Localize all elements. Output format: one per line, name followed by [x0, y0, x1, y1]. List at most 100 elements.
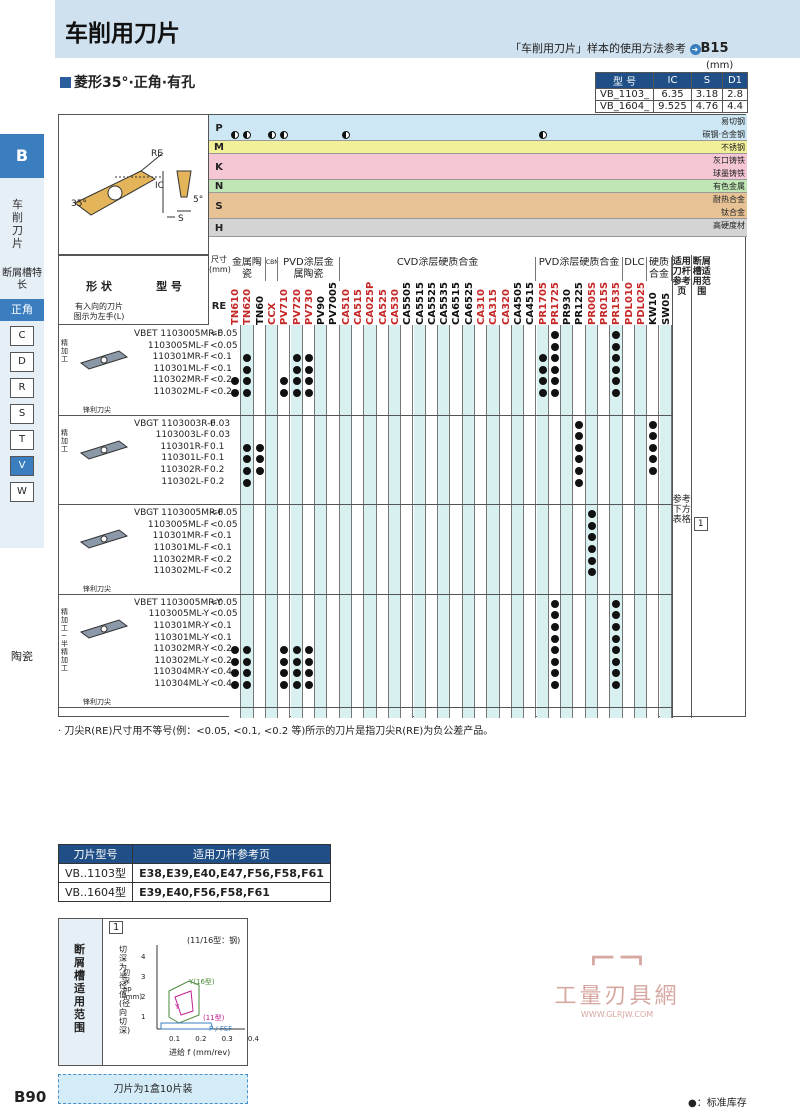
stock-dot — [612, 646, 621, 655]
ref-page[interactable]: B15 — [700, 41, 729, 56]
stock-dot — [612, 611, 621, 620]
stock-dot — [550, 623, 559, 631]
column-CA6515 — [450, 325, 463, 718]
edge-0: 锋利刀尖 — [83, 405, 111, 414]
column-CA510 — [339, 325, 352, 718]
reference-note: 「车削用刀片」样本的使用方法参考 ➜B15 — [510, 41, 729, 56]
stock-dot — [243, 455, 252, 464]
diag-ic: IC — [155, 181, 164, 191]
grade-PDL025: PDL025 — [635, 282, 647, 325]
column-PV7005 — [327, 325, 340, 718]
edge-2: 锋利刀尖 — [83, 584, 111, 593]
range-plot-svg — [156, 945, 245, 1030]
column-TN60 — [253, 325, 266, 718]
usage-1: 精加工 — [61, 428, 68, 453]
material-code-K: K — [215, 161, 223, 173]
group-cbn: CBN — [266, 257, 279, 281]
grade-CCX: CCX — [266, 302, 278, 325]
watermark-url: WWW.GLRJW.COM — [580, 1010, 654, 1019]
model-3-1: 1103005ML-Y — [148, 609, 209, 620]
page-title: 车削用刀片 — [65, 21, 180, 47]
grade-PR015S: PR015S — [599, 281, 610, 325]
column-PR1225 — [573, 325, 586, 718]
model-2-0: VBGT 1103005MR-F — [134, 508, 224, 519]
grade-CA5515: CA5515 — [414, 282, 426, 325]
group-divider-3 — [59, 706, 672, 708]
model-1-1: 1103003L-F — [155, 430, 209, 441]
shape-r-icon[interactable]: R — [10, 378, 34, 398]
stock-dot — [243, 389, 252, 397]
shape-d-icon[interactable]: D — [10, 352, 34, 372]
column-CA4515 — [524, 325, 537, 718]
grade-TN610: TN610 — [230, 288, 241, 325]
stock-dot — [612, 623, 621, 631]
grade-PR930: PR930 — [562, 289, 574, 325]
re-0-0: <0.05 — [210, 329, 238, 339]
model-1-2: 110301R-F — [160, 441, 209, 452]
holder-ref: 参考下方表格 — [672, 495, 691, 525]
ceramic-tab[interactable]: 陶瓷 — [11, 650, 33, 663]
stock-dot — [587, 556, 596, 565]
shape-c-icon[interactable]: C — [10, 326, 34, 346]
group-pvdc: PVD涂层金属陶瓷 — [278, 257, 340, 281]
material-desc2-S: 钛合金 — [721, 208, 745, 217]
stock-dot — [587, 545, 596, 553]
material-band-P — [209, 115, 747, 141]
re-3-3: <0.1 — [210, 632, 232, 643]
stock-dot — [587, 568, 596, 577]
column-PV720 — [290, 325, 303, 718]
stock-dot — [292, 365, 301, 374]
stock-dot — [243, 467, 252, 475]
stock-dot — [243, 377, 252, 386]
column-CA525 — [376, 325, 389, 718]
re-2-0: <0.05 — [210, 508, 238, 519]
re-1-5: 0.2 — [210, 476, 225, 487]
stock-dot — [612, 342, 621, 351]
model-1-3: 110301L-F — [161, 453, 209, 464]
positive-tab[interactable]: 正角 — [0, 299, 44, 321]
range-ylabel: 切深为半径值(径向切深) — [119, 945, 131, 1035]
re-0-4: <0.2 — [210, 375, 232, 386]
shape-t-icon[interactable]: T — [10, 430, 34, 450]
group-metal: 金属陶瓷 — [229, 257, 266, 281]
stock-dot — [550, 646, 559, 655]
stock-dot — [231, 646, 239, 655]
stock-dot — [243, 443, 252, 452]
section-tab-b[interactable]: B — [0, 134, 44, 178]
stock-dot — [243, 354, 252, 363]
material-band-N — [209, 180, 747, 193]
stock-dot — [575, 443, 584, 452]
model-3-6: 110304MR-Y — [153, 667, 209, 678]
model-1-5: 110302L-F — [161, 476, 209, 487]
material-band-H — [209, 219, 747, 237]
header-bar: 车削用刀片 — [55, 0, 800, 58]
column-TN610 — [229, 325, 242, 718]
stock-dot — [255, 443, 264, 452]
stock-dot — [649, 455, 658, 464]
model-2-2: 110301MR-F — [152, 531, 209, 542]
model-0-5: 110302ML-F — [153, 387, 209, 397]
re-3-5: <0.2 — [210, 655, 232, 666]
shape-w-icon[interactable]: W — [10, 482, 34, 502]
model-0-3: 110301ML-F — [153, 363, 209, 374]
stock-dot — [304, 365, 313, 374]
re-3-0: <0.05 — [210, 597, 238, 608]
stock-dot — [292, 354, 301, 363]
grade-PV7005: PV7005 — [328, 282, 340, 325]
column-PV90 — [315, 325, 328, 718]
stock-dot — [550, 669, 559, 678]
grade-CA315: CA315 — [488, 289, 500, 325]
insert-image-3 — [79, 618, 129, 640]
legend-note: ●：标准库存 — [688, 1098, 747, 1109]
shape-v-icon[interactable]: V — [10, 456, 34, 476]
grade-PR1225: PR1225 — [574, 282, 586, 325]
column-CA5515 — [413, 325, 426, 718]
stock-dot — [550, 389, 559, 397]
grade-PDL010: PDL010 — [623, 282, 635, 325]
re-2-5: <0.2 — [210, 566, 232, 577]
model-3-5: 110302ML-Y — [154, 655, 209, 666]
shape-s-icon[interactable]: S — [10, 404, 34, 424]
